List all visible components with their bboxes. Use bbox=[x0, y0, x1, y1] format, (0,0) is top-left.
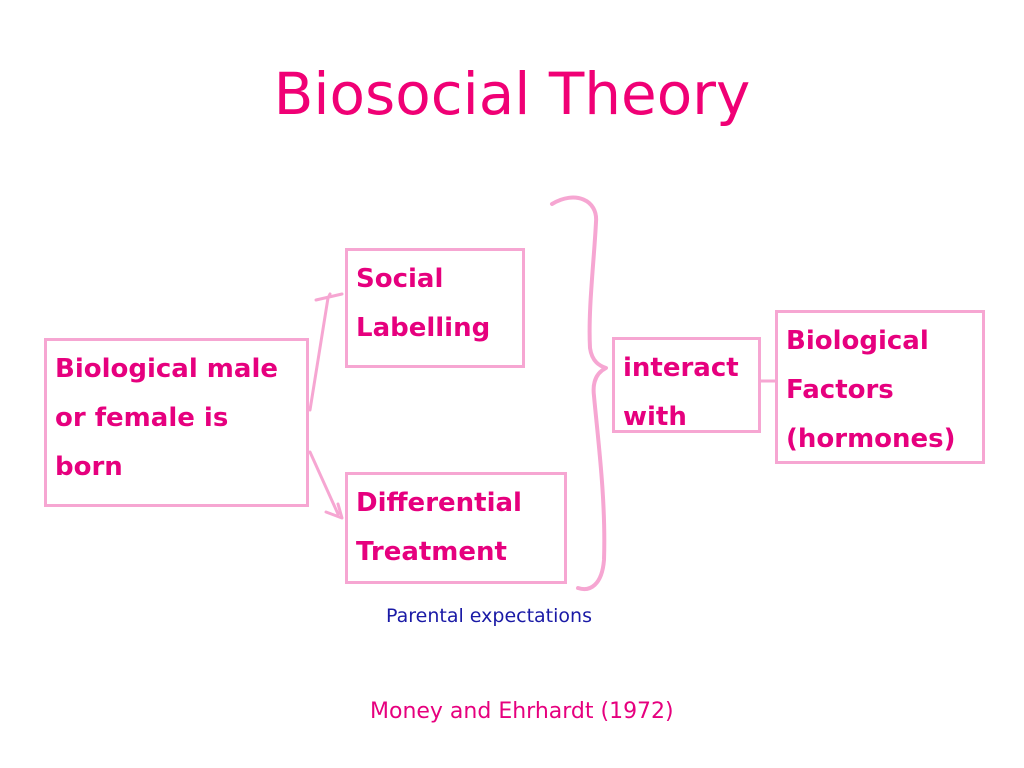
parental-expectations-caption: Parental expectations bbox=[386, 605, 592, 627]
arrow-to-labelling bbox=[308, 292, 344, 412]
box-social-labelling: Social Labelling bbox=[345, 248, 525, 368]
box-interact-with: interact with bbox=[612, 337, 761, 433]
box-differential-treatment: Differential Treatment bbox=[345, 472, 567, 584]
box-biological-born: Biological male or female is born bbox=[44, 338, 309, 507]
slide-title: Biosocial Theory bbox=[273, 60, 751, 128]
citation-caption: Money and Ehrhardt (1972) bbox=[370, 699, 674, 724]
arrow-to-treatment bbox=[308, 450, 344, 520]
box-biological-factors: Biological Factors (hormones) bbox=[775, 310, 985, 464]
